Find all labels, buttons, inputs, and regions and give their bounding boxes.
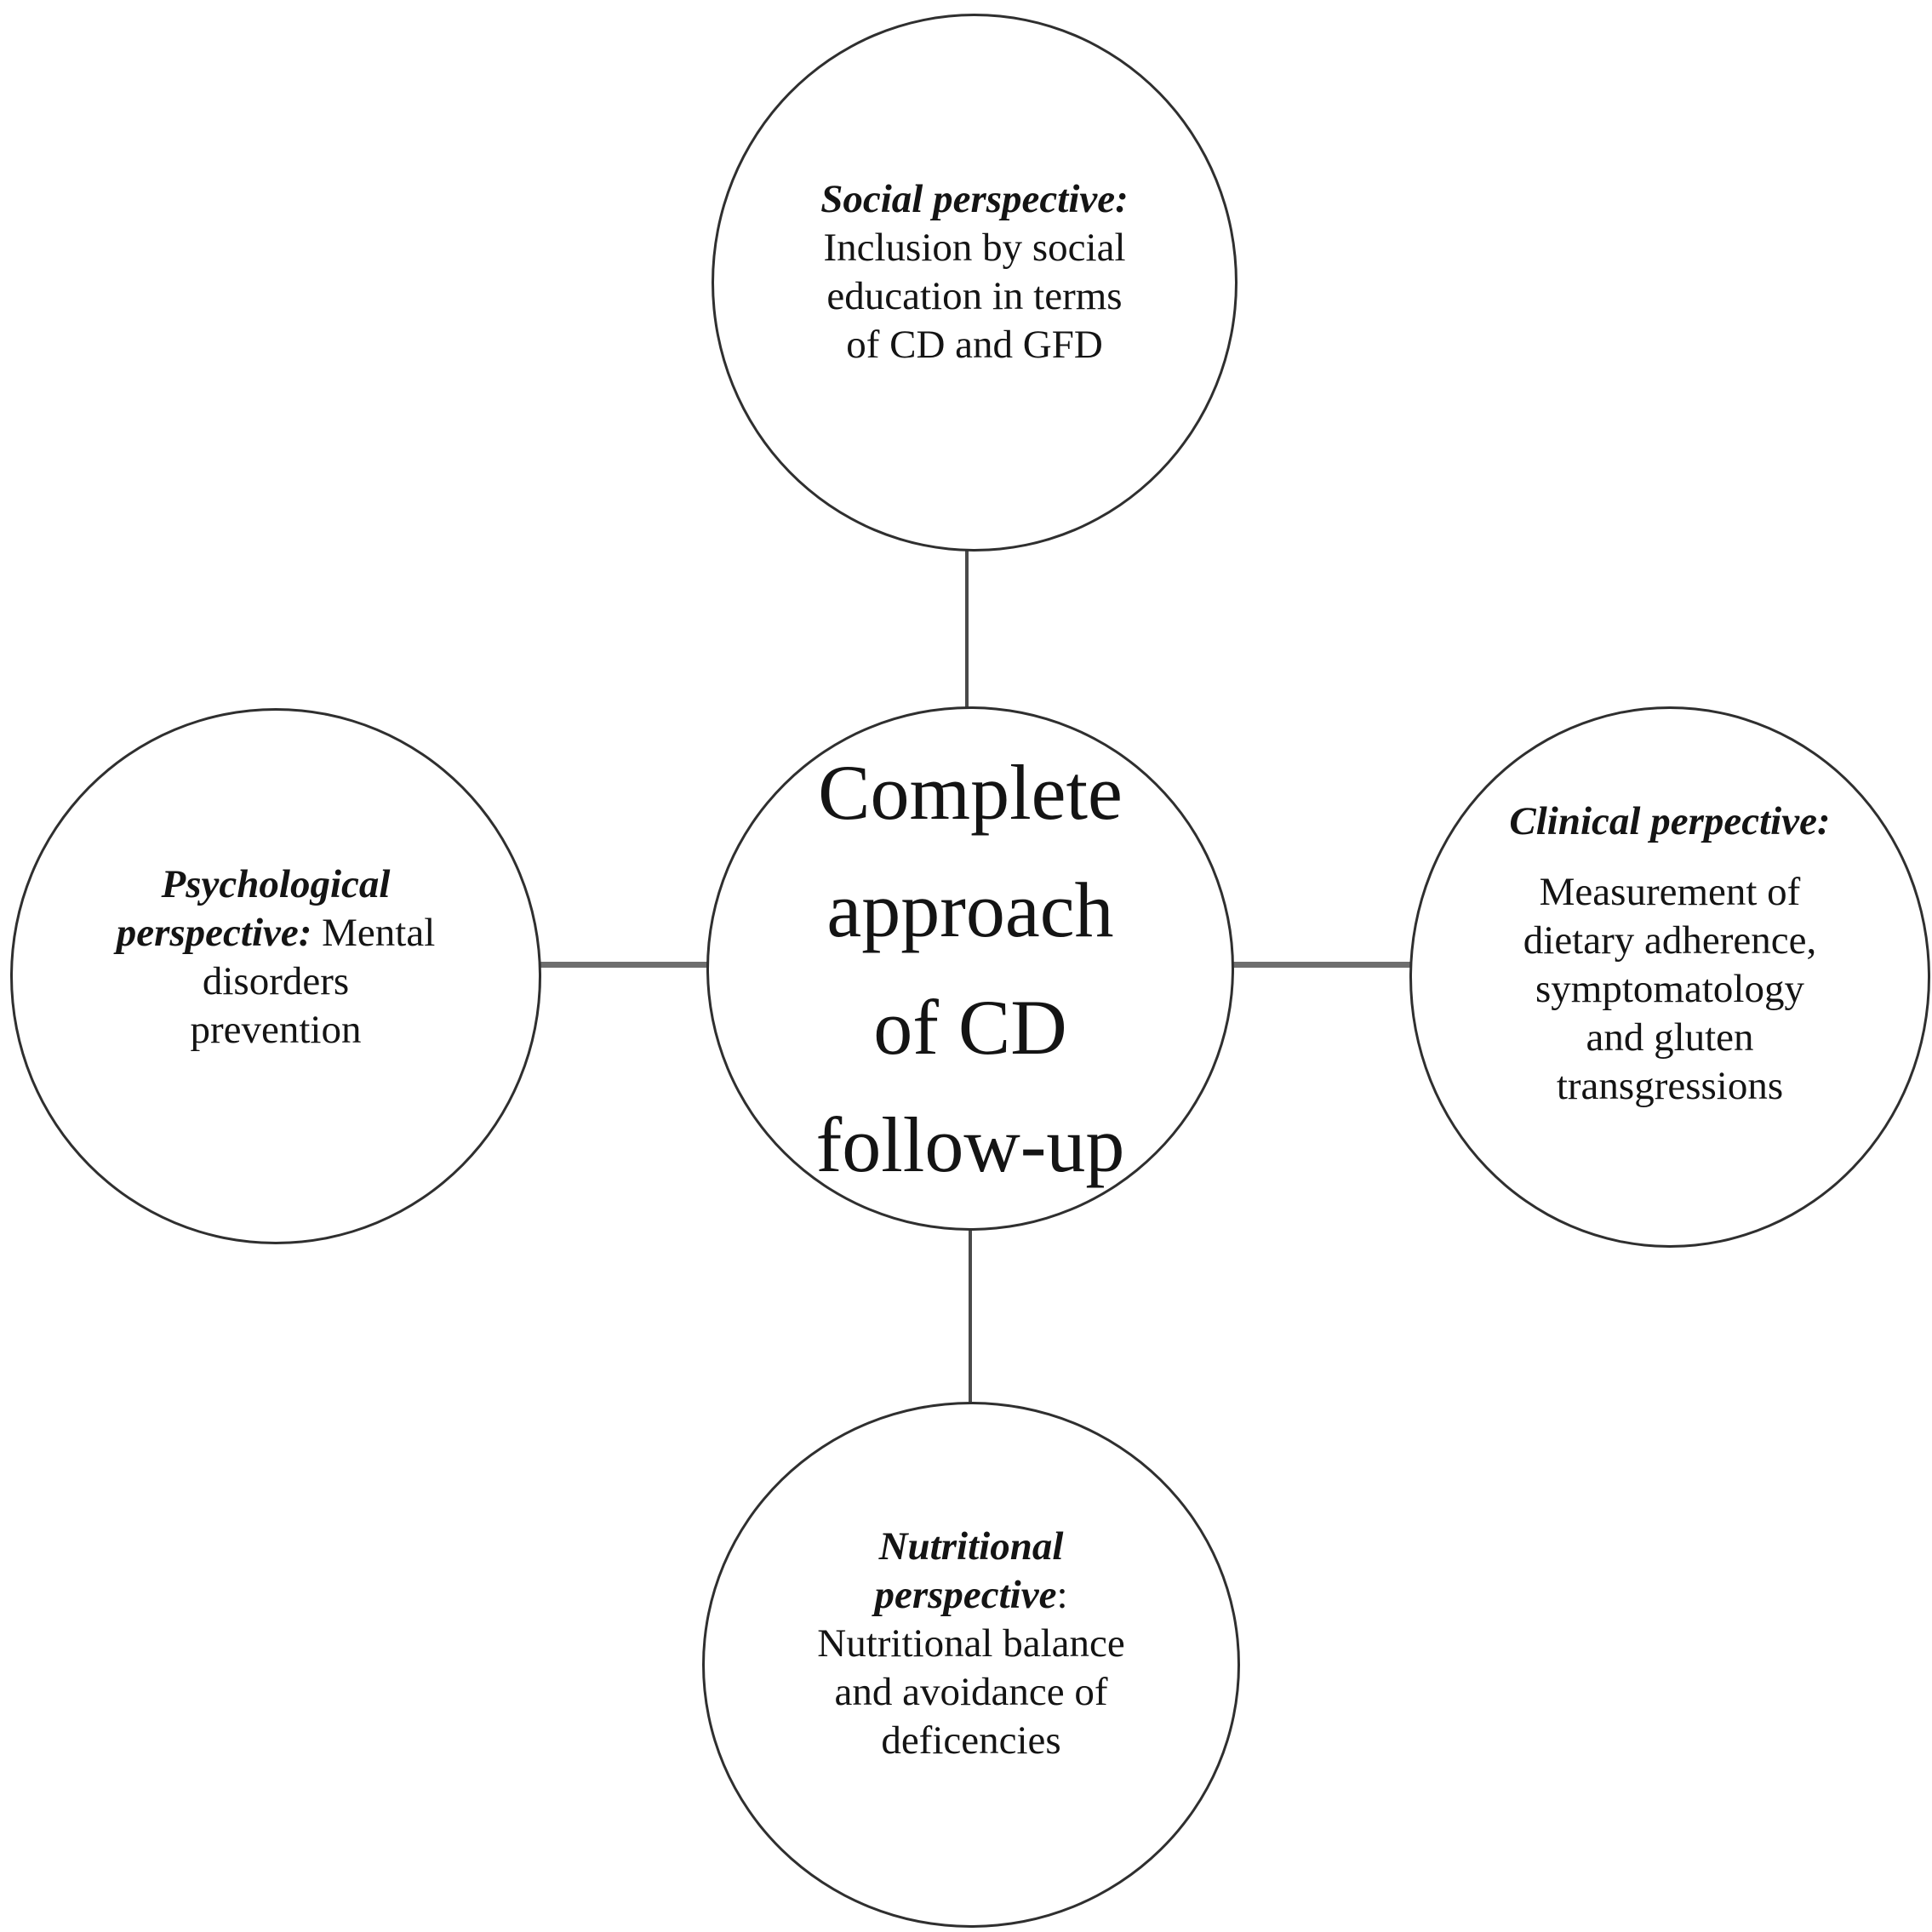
clinical-body-line: transgressions (1556, 1063, 1784, 1108)
social-body-line: Inclusion by social (823, 226, 1126, 270)
psychological-body-line: prevention (190, 1007, 362, 1052)
node-clinical-perspective: Clinical perpective: Measurement of diet… (1409, 706, 1930, 1248)
connector-center-to-psychological (536, 962, 712, 968)
clinical-body-line: Measurement of (1539, 869, 1801, 914)
psychological-heading-continued: perspective: (116, 910, 312, 955)
clinical-body-line: dietary adherence, (1523, 917, 1817, 963)
connector-center-to-social (965, 548, 969, 712)
psychological-body-line: disorders (202, 958, 350, 1003)
nutritional-heading-colon: : (1056, 1572, 1068, 1617)
nutritional-body-line: deficencies (881, 1718, 1061, 1763)
center-line: follow-up (815, 1101, 1125, 1188)
psychological-heading-body-line: perspective: Mental (117, 909, 436, 957)
clinical-body-line: and gluten (1586, 1015, 1754, 1060)
node-psychological-perspective: Psychological perspective: Mental disord… (10, 708, 541, 1244)
node-nutritional-perspective: Nutritional perspective: Nutritional bal… (702, 1402, 1240, 1928)
connector-center-to-nutritional (969, 1226, 972, 1406)
nutritional-body-line: Nutritional balance (817, 1620, 1125, 1666)
center-line: of CD (873, 984, 1067, 1071)
center-line: approach (826, 866, 1114, 953)
center-line: Complete (818, 749, 1123, 836)
nutritional-heading-continued: perspective (874, 1572, 1057, 1617)
connector-center-to-clinical (1229, 962, 1415, 968)
social-body-line: of CD and GFD (846, 323, 1103, 367)
nutritional-heading-line2: perspective: (874, 1571, 1067, 1620)
nutritional-heading: Nutritional (878, 1523, 1064, 1569)
social-heading: Social perspective: (820, 177, 1129, 221)
psychological-heading: Psychological (161, 861, 391, 906)
psychological-body-start: Mental (322, 910, 436, 955)
clinical-body-line: symptomatology (1535, 966, 1804, 1011)
nutritional-body-line: and avoidance of (834, 1669, 1108, 1714)
social-body-line: education in terms (826, 274, 1123, 318)
node-social-perspective: Social perspective: Inclusion by social … (712, 14, 1238, 552)
clinical-heading: Clinical perpective: (1509, 798, 1831, 843)
node-complete-approach: Complete approach of CD follow-up (706, 706, 1234, 1231)
